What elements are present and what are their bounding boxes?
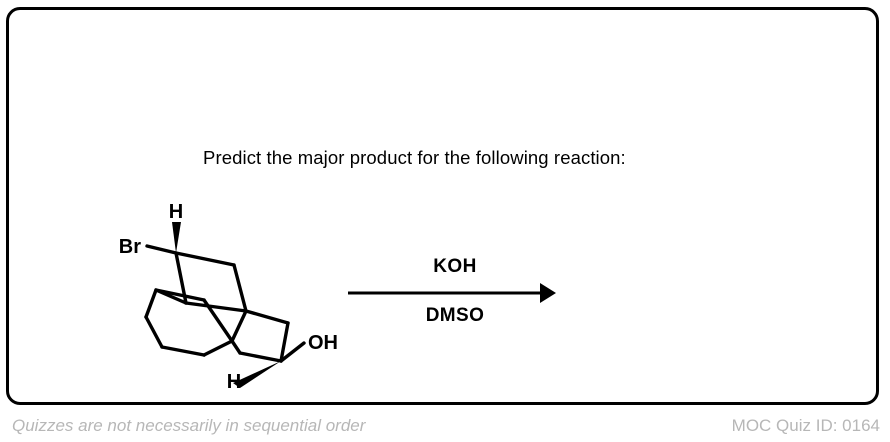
wedge-bonds [172,222,281,388]
bond-c15-c4 [202,339,234,357]
bond-c12-c13 [144,288,158,319]
atom-label-oh: OH [308,332,338,354]
bond-lines [144,251,290,363]
reaction-arrow-icon [348,283,556,303]
quiz-id-label: MOC Quiz ID: 0164 [731,416,880,435]
bond-c3-c8 [244,309,290,325]
atom-label-h-top: H [169,201,183,223]
bond-c11-c3 [184,301,248,313]
reagent-above-arrow: KOH [433,256,477,277]
bond-c1-c2 [174,251,236,267]
bond-c10-c4 [230,339,242,355]
bond-c3-c4 [230,309,248,343]
bond-c2-c3 [232,263,248,313]
reagent-below-arrow: DMSO [425,305,485,326]
molecule-skeleton-svg: H Br OH H [119,201,338,393]
bond-c12-c16 [154,288,206,302]
bond-c14-c15 [160,345,206,357]
starting-material-structure: H Br OH H [100,190,340,395]
bond-c8-c9 [279,321,290,363]
arrow-head [540,283,556,303]
bond-c16-c4 [202,298,234,343]
footer-note: Quizzes are not necessarily in sequentia… [12,416,366,435]
wedge-h-top [172,222,181,253]
atom-label-h-bottom: H [227,371,241,393]
page-title: Predict the major product for the follow… [203,147,626,168]
quiz-card-frame [6,7,879,405]
bond-c9-oh [279,341,306,363]
wedge-h-bottom [233,361,281,388]
bond-c1-br [145,244,178,255]
heteroatom-bonds [145,244,306,363]
reaction-arrow [340,252,570,342]
bond-c9-c10 [238,351,283,363]
bond-c13-c14 [144,315,164,349]
atom-label-br: Br [119,236,141,258]
